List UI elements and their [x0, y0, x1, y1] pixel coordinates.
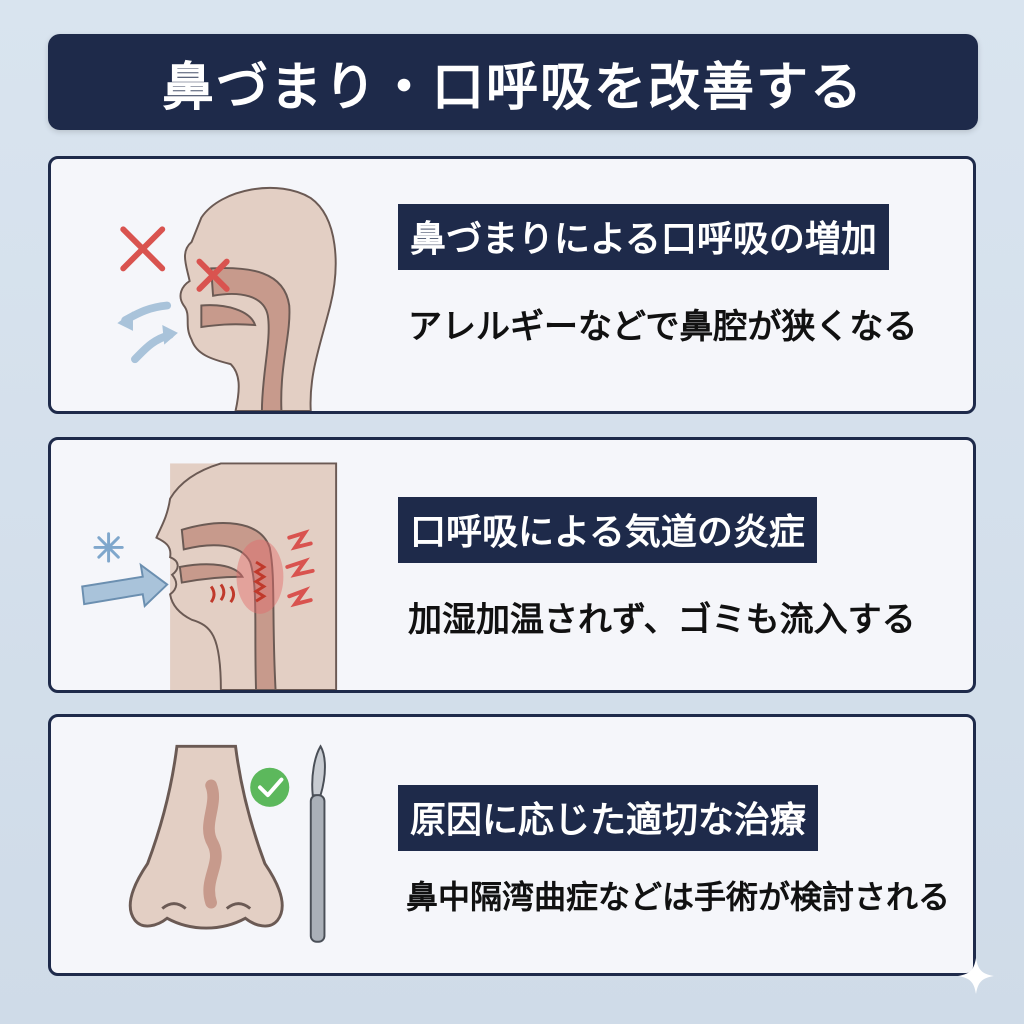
card-appropriate-treatment: 原因に応じた適切な治療 鼻中隔湾曲症などは手術が検討される	[48, 714, 976, 976]
card-description: 鼻中隔湾曲症などは手術が検討される	[406, 878, 951, 916]
inflamed-airway-icon	[51, 440, 381, 690]
sparkle-icon	[958, 958, 994, 994]
blocked-nose-head-icon	[51, 159, 381, 411]
card-description: 加湿加温されず、ゴミも流入する	[408, 600, 916, 640]
card-heading: 鼻づまりによる口呼吸の増加	[398, 204, 889, 270]
page-title: 鼻づまり・口呼吸を改善する	[161, 57, 864, 118]
title-banner: 鼻づまり・口呼吸を改善する	[48, 34, 978, 130]
card-airway-inflammation: 口呼吸による気道の炎症 加湿加温されず、ゴミも流入する	[48, 437, 976, 693]
card-description: アレルギーなどで鼻腔が狭くなる	[408, 307, 918, 347]
nose-scalpel-icon	[51, 717, 381, 973]
card-heading: 原因に応じた適切な治療	[398, 785, 819, 851]
card-heading: 口呼吸による気道の炎症	[398, 497, 817, 563]
card-nasal-congestion: 鼻づまりによる口呼吸の増加 アレルギーなどで鼻腔が狭くなる	[48, 156, 976, 414]
